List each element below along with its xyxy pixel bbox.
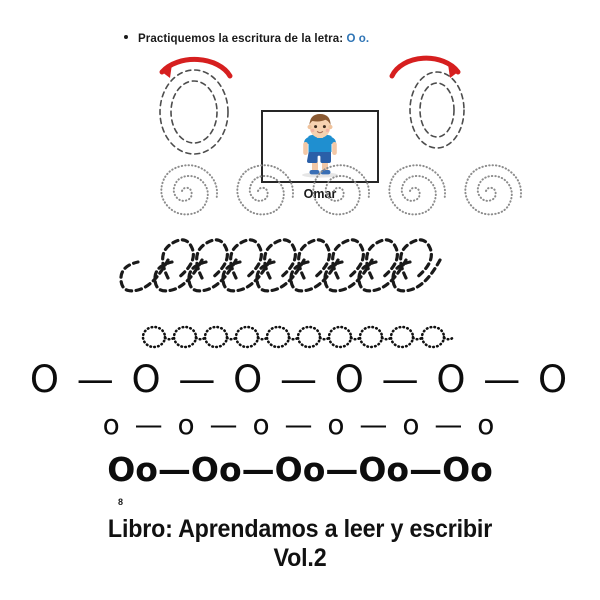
footer-line-1: Libro: Aprendamos a leer y escribir [107, 515, 493, 543]
page-number: 8 [118, 497, 124, 507]
lowercase-o-row: o — o — o — o — o — o [102, 408, 498, 441]
circle-chain-group [141, 325, 455, 349]
uppercase-o-row: O — O — O — O — O — O [29, 358, 571, 401]
bullet-dot-icon [124, 35, 128, 39]
trace-letter-o-right [389, 55, 476, 157]
trace-letter-o-left [148, 56, 240, 161]
red-arrow-clockwise-icon [389, 55, 461, 79]
loop-tracing-row [0, 226, 600, 308]
lower-loops [119, 258, 442, 293]
tracing-demo-row: Omar [0, 52, 600, 201]
footer-line-2: Vol.2 [273, 544, 327, 572]
circle-chain-row [0, 316, 600, 358]
instruction-line: Practiquemos la escritura de la letra: O… [124, 33, 369, 45]
upper-loops [161, 238, 433, 280]
spiral-tracing-row [0, 155, 600, 221]
footer-title: Libro: Aprendamos a leer y escribir Vol.… [21, 515, 579, 573]
red-arrow-counterclockwise-icon [159, 56, 233, 79]
instruction-text: Practiquemos la escritura de la letra: O… [138, 33, 369, 45]
figure-eight-group [119, 238, 442, 293]
dashed-oval-outer-left [159, 69, 229, 155]
oo-pairs-row: Oo—Oo—Oo—Oo—Oo [107, 450, 493, 489]
instruction-prefix: Practiquemos la escritura de la letra: [138, 33, 344, 45]
dashed-oval-outer-right [409, 71, 465, 149]
spiral-group [160, 164, 523, 216]
target-letters: O o. [346, 33, 370, 45]
